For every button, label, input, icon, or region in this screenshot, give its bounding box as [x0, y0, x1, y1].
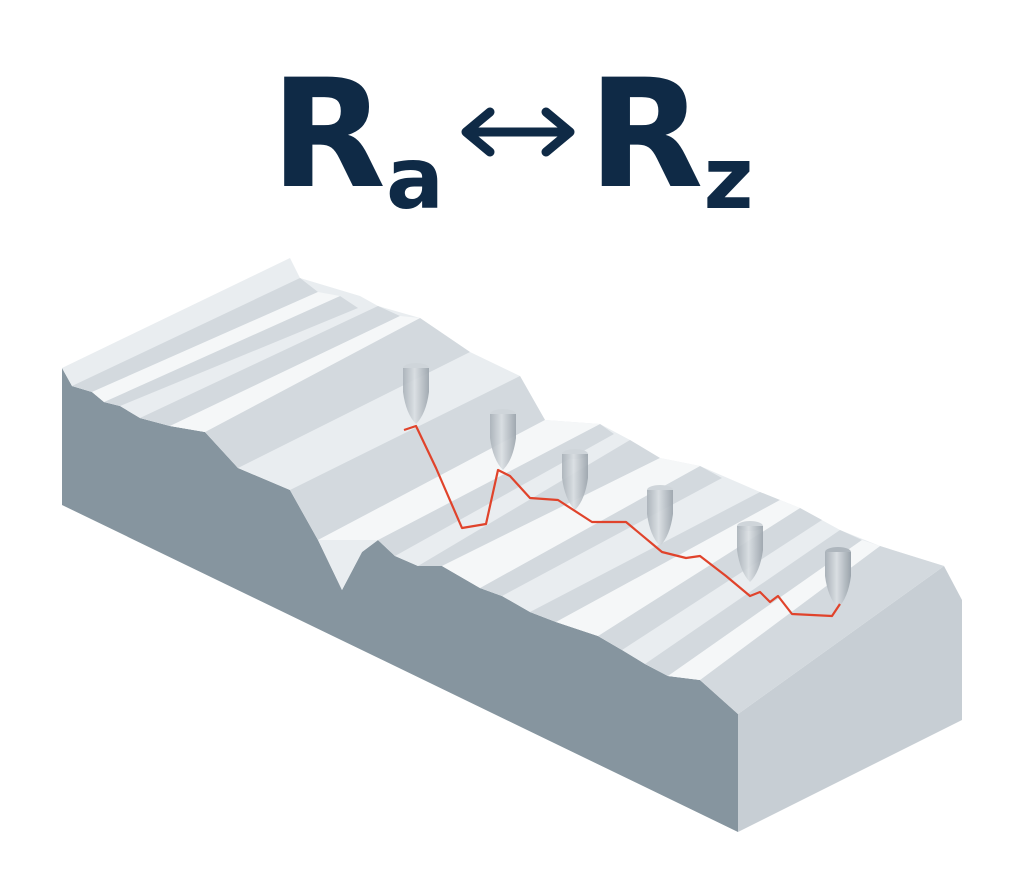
- rz-letter: R: [587, 48, 704, 222]
- ra-subscript: a: [385, 129, 444, 229]
- stylus-probe: [647, 485, 673, 546]
- profile-trace: [403, 424, 841, 618]
- rz-subscript: z: [703, 129, 754, 229]
- block-end-face: [738, 566, 962, 832]
- stylus-probe: [490, 409, 516, 470]
- stylus-probes: [403, 363, 851, 608]
- stylus-probe: [825, 547, 851, 608]
- ra-symbol: R a: [270, 48, 444, 222]
- ra-letter: R: [270, 48, 386, 222]
- surface-ridges: [72, 278, 944, 714]
- stylus-probe: [562, 449, 588, 510]
- stylus-probe: [403, 363, 429, 424]
- double-arrow-icon: [461, 107, 575, 157]
- block-front-side: [62, 368, 738, 832]
- rz-symbol: R z: [587, 48, 754, 222]
- title: R a R z: [0, 60, 1024, 230]
- surface-highlights: [92, 292, 880, 680]
- stylus-probe: [737, 521, 763, 582]
